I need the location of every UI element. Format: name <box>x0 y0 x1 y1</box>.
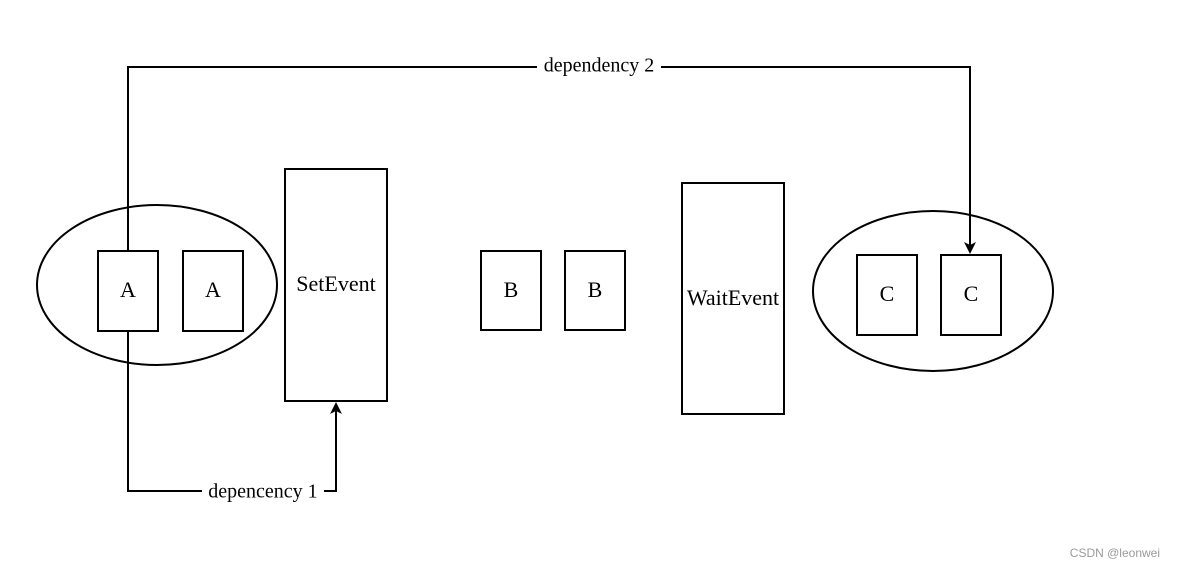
node-set-event-label: SetEvent <box>296 271 375 296</box>
node-c2 <box>940 254 1002 336</box>
node-b2 <box>564 250 626 331</box>
node-b1 <box>480 250 542 331</box>
node-set-event <box>284 168 388 402</box>
node-a1 <box>97 250 159 332</box>
dependency-1-label-bg <box>202 479 324 505</box>
node-a2 <box>182 250 244 332</box>
dependency-2-edge <box>127 66 976 254</box>
node-a2-label: A <box>205 277 221 302</box>
group-c-ellipse <box>812 210 1054 372</box>
node-c1-label: C <box>880 281 895 306</box>
dependency-1-label: depencency 1 <box>208 481 317 503</box>
node-wait-event-label: WaitEvent <box>687 285 779 310</box>
node-a1-label: A <box>120 277 136 302</box>
node-b1-label: B <box>504 277 519 302</box>
node-c1 <box>856 254 918 336</box>
node-b2-label: B <box>588 277 603 302</box>
node-wait-event <box>681 182 785 415</box>
watermark: CSDN @leonwei <box>1069 546 1160 560</box>
dependency-2-label: dependency 2 <box>544 55 655 77</box>
dependency-2-label-bg <box>537 54 661 80</box>
node-c2-label: C <box>964 281 979 306</box>
